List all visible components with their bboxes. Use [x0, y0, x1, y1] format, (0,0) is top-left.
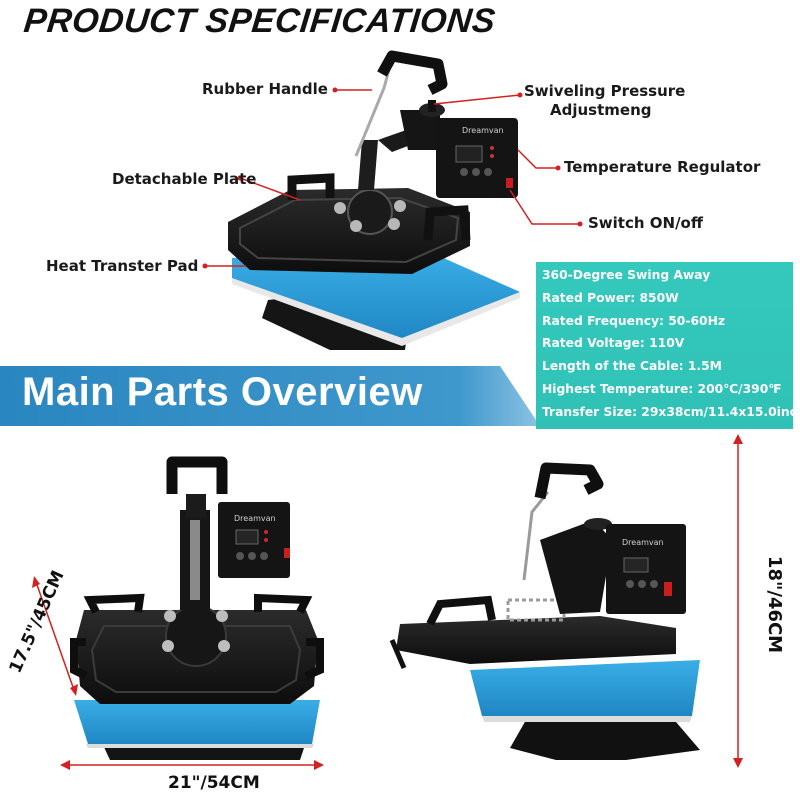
- callout-temperature-regulator: Temperature Regulator: [564, 158, 761, 176]
- spec-temperature: Highest Temperature: 200℃/390℉: [542, 381, 782, 396]
- callout-heat-pad: Heat Transter Pad: [46, 257, 199, 275]
- spec-cable: Length of the Cable: 1.5M: [542, 359, 722, 374]
- banner-bar: [0, 366, 540, 426]
- callout-swivel-line2: Adjustmeng: [550, 101, 652, 119]
- top-machine: Dreamvan: [228, 50, 520, 350]
- dimension-height: 18"/46CM: [764, 555, 786, 654]
- callout-switch: Switch ON/off: [588, 214, 704, 232]
- brand-label-left: Dreamvan: [234, 514, 276, 523]
- callout-detachable-plate: Detachable Plate: [112, 170, 257, 188]
- spec-swing: 360-Degree Swing Away: [542, 268, 711, 282]
- callout-swivel-line1: Swiveling Pressure: [524, 82, 686, 100]
- bottom-right-machine: Dreamvan: [389, 462, 700, 760]
- bottom-left-machine: Dreamvan: [70, 456, 324, 760]
- dimension-width: 21"/54CM: [168, 773, 260, 793]
- callout-rubber-handle: Rubber Handle: [202, 80, 328, 98]
- dimension-lines: [32, 434, 743, 770]
- spec-panel: 360-Degree Swing Away Rated Power: 850W …: [536, 262, 800, 429]
- callout-swiveling-pressure: Swiveling Pressure Adjustmeng: [524, 82, 685, 120]
- spec-power: Rated Power: 850W: [542, 290, 679, 305]
- spec-frequency: Rated Frequency: 50-60Hz: [542, 313, 726, 328]
- spec-transfer-size: Transfer Size: 29x38cm/11.4x15.0inch: [542, 404, 800, 419]
- spec-voltage: Rated Voltage: 110V: [542, 336, 685, 351]
- banner-title: Main Parts Overview: [22, 370, 423, 414]
- callout-lines: [202, 87, 583, 269]
- brand-label-right: Dreamvan: [622, 538, 664, 547]
- brand-label-top: Dreamvan: [462, 126, 504, 135]
